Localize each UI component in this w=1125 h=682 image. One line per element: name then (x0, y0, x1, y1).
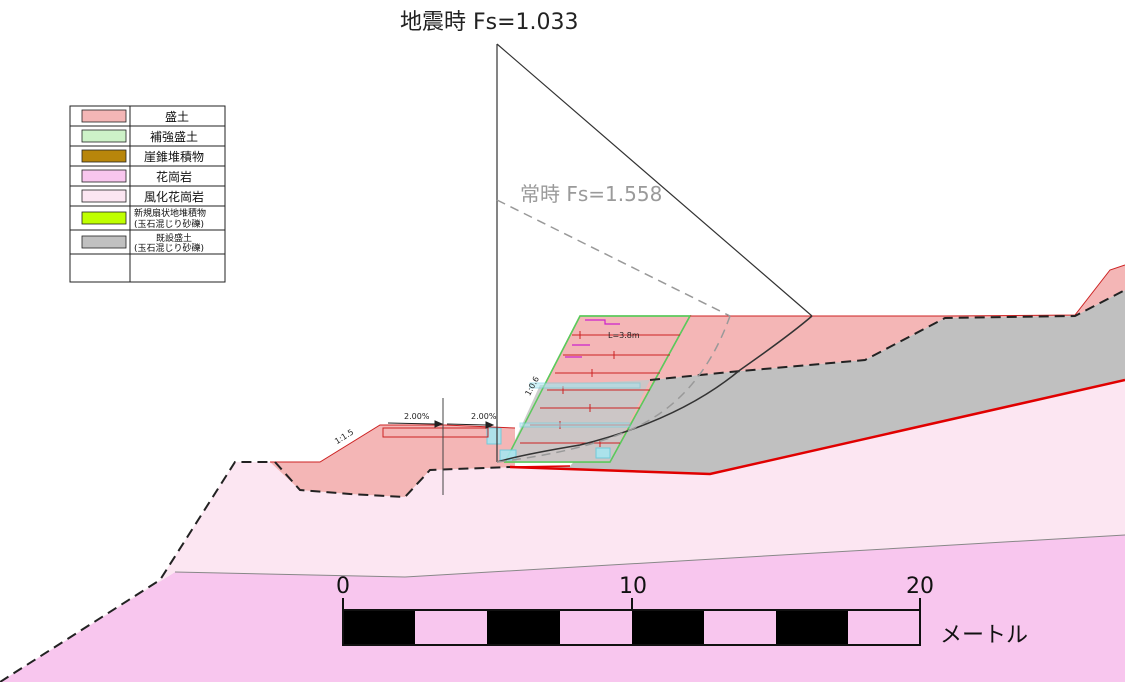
scale-tick-20: 20 (906, 574, 934, 599)
legend-swatch-fan (81, 211, 127, 225)
fill-layer-right (650, 265, 1125, 380)
normal-slip-line (496, 199, 731, 317)
legend-label-weathered: 風化花崗岩 (144, 189, 204, 204)
bedrock-left-edge (509, 465, 571, 468)
legend-label-reinforced: 補強盛土 (150, 129, 198, 144)
granite-boundary (174, 571, 406, 578)
grade-arrows (387, 420, 495, 429)
drainage-blocks (486, 382, 641, 461)
scale-unit: メートル (940, 623, 1028, 648)
reinforced-fill-lower (505, 380, 650, 462)
legend-label-talus: 崖錐堆積物 (144, 149, 204, 164)
normal-fs-title: 常時 Fs=1.558 (520, 182, 662, 206)
bedrock-line (509, 378, 1125, 476)
existing-embankment-layer (510, 290, 1125, 474)
magenta-marks (565, 319, 620, 358)
fill-layer-left (270, 425, 515, 497)
legend-swatch-weathered (81, 189, 127, 203)
seismic-slip-triangle (496, 43, 813, 462)
legend-swatch-granite (81, 169, 127, 183)
scale-tick-10: 10 (619, 574, 647, 599)
legend-label-granite: 花崗岩 (156, 169, 192, 184)
seismic-fs-title: 地震時 Fs=1.033 (400, 10, 579, 35)
legend-label-fan-sub: (玉石混じり砂礫) (134, 218, 204, 230)
legend-label-existing: 既設盛土 (156, 232, 192, 244)
road-curb (382, 427, 489, 438)
legend-swatch-fill (81, 109, 127, 123)
legend-label-existing-sub: (玉石混じり砂礫) (134, 242, 204, 254)
legend-swatch-reinforced (81, 129, 127, 143)
weathered-granite-layer (0, 380, 1125, 682)
granite-boundary-2 (404, 534, 1125, 578)
grade-right-label: 2.00% (471, 412, 497, 421)
fill-left-outline (270, 424, 516, 463)
seismic-slip-arc (496, 315, 813, 463)
reinforced-fill-outline (503, 315, 692, 463)
scale-bar: 0 10 20 メートル (336, 574, 1028, 648)
legend-label-fill: 盛土 (165, 109, 189, 124)
legend-label-fan: 新規扇状地堆積物 (134, 207, 206, 219)
legend-swatch-existing (81, 235, 127, 249)
legend: 盛土 補強盛土 崖錐堆積物 花崗岩 風化花崗岩 新規扇状地堆積物 (玉石混じり砂… (69, 105, 226, 283)
normal-slip-arc (496, 315, 731, 463)
anchor-length-label: L=3.8m (608, 331, 640, 340)
grade-left-label: 2.00% (404, 412, 430, 421)
legend-swatch-talus (81, 149, 127, 163)
right-upper-outline (944, 264, 1125, 317)
scale-tick-0: 0 (336, 574, 350, 599)
